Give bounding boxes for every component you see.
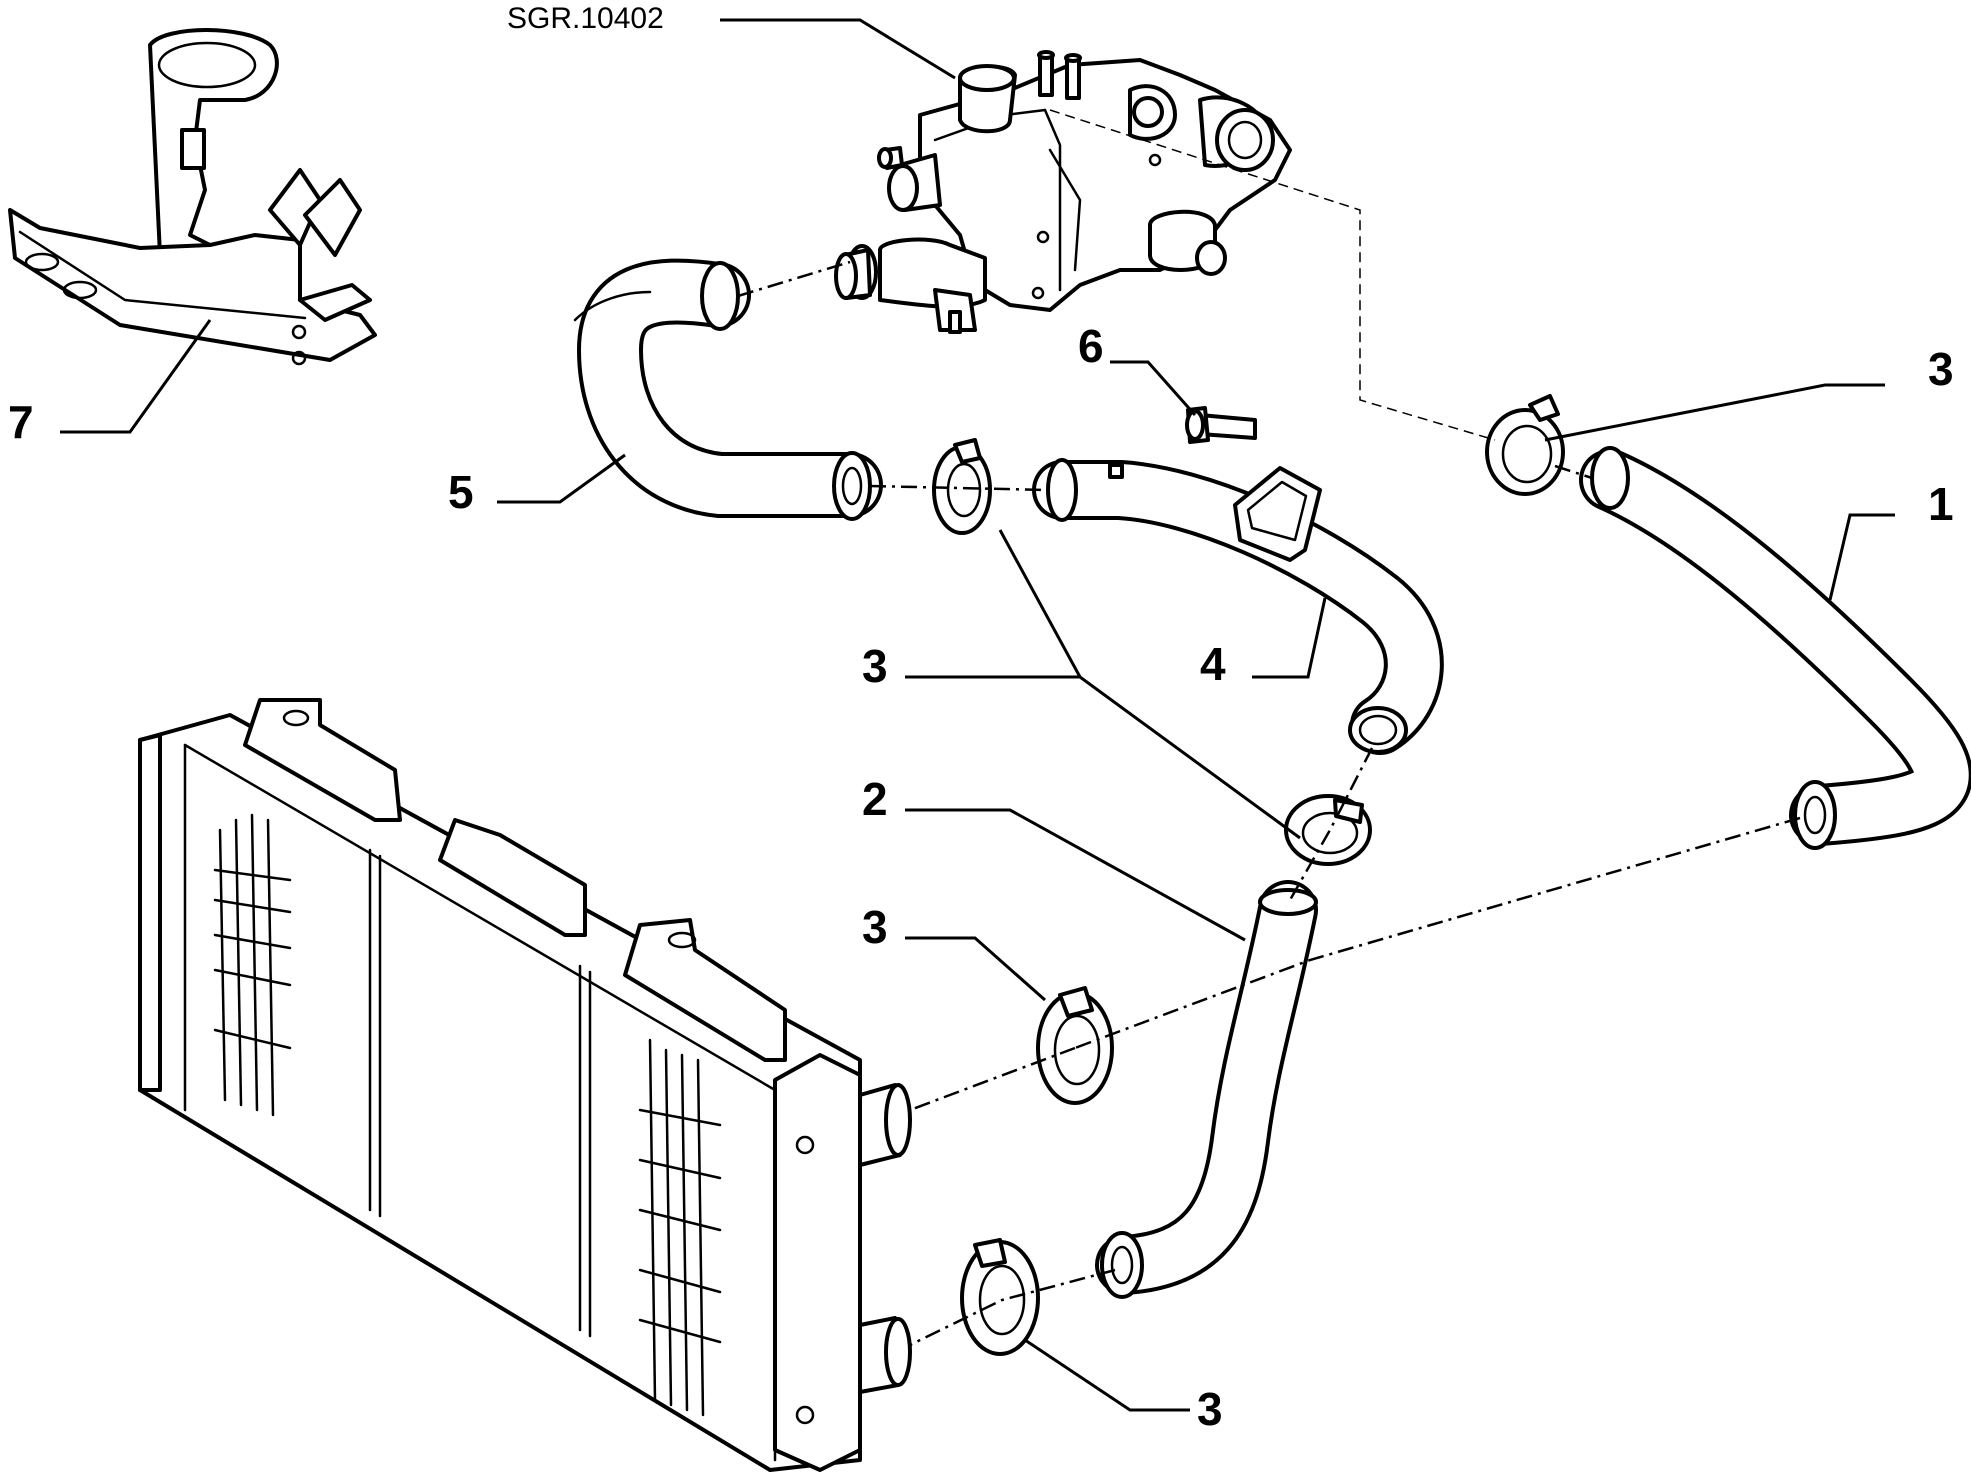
hose-clamp-top-right xyxy=(1485,394,1565,496)
hose-clamp-radiator-upper xyxy=(1036,986,1114,1105)
hose-1 xyxy=(1579,446,1971,850)
hose-2 xyxy=(1095,880,1318,1299)
callout-4: 4 xyxy=(1200,638,1226,690)
radiator xyxy=(138,698,912,1472)
callout-2: 2 xyxy=(862,773,888,825)
callout-1: 1 xyxy=(1928,478,1954,530)
reference-code: SGR.10402 xyxy=(507,2,664,35)
pipe-4 xyxy=(1032,458,1444,755)
callout-5: 5 xyxy=(448,466,474,518)
hose-clamp-middle-lower xyxy=(1284,794,1372,866)
hose-clamp-radiator-lower xyxy=(960,1238,1040,1356)
bolt xyxy=(1185,406,1257,444)
callout-3-top-right: 3 xyxy=(1928,343,1954,395)
assembly-lines xyxy=(737,109,1801,1347)
callout-3-middle: 3 xyxy=(862,640,888,692)
callout-3-radiator-upper: 3 xyxy=(862,901,888,953)
callout-labels: SGR.10402 7 5 6 3 1 3 4 2 3 3 xyxy=(8,2,1954,1435)
thermostat-housing xyxy=(834,50,1292,334)
callout-3-radiator-lower: 3 xyxy=(1197,1383,1223,1435)
hose-clamp-middle-upper xyxy=(932,438,992,535)
callout-6: 6 xyxy=(1078,320,1104,372)
hose-5 xyxy=(573,258,883,521)
radiator-bracket xyxy=(8,28,377,366)
callout-7: 7 xyxy=(8,396,34,448)
leader-lines xyxy=(60,18,1895,1412)
